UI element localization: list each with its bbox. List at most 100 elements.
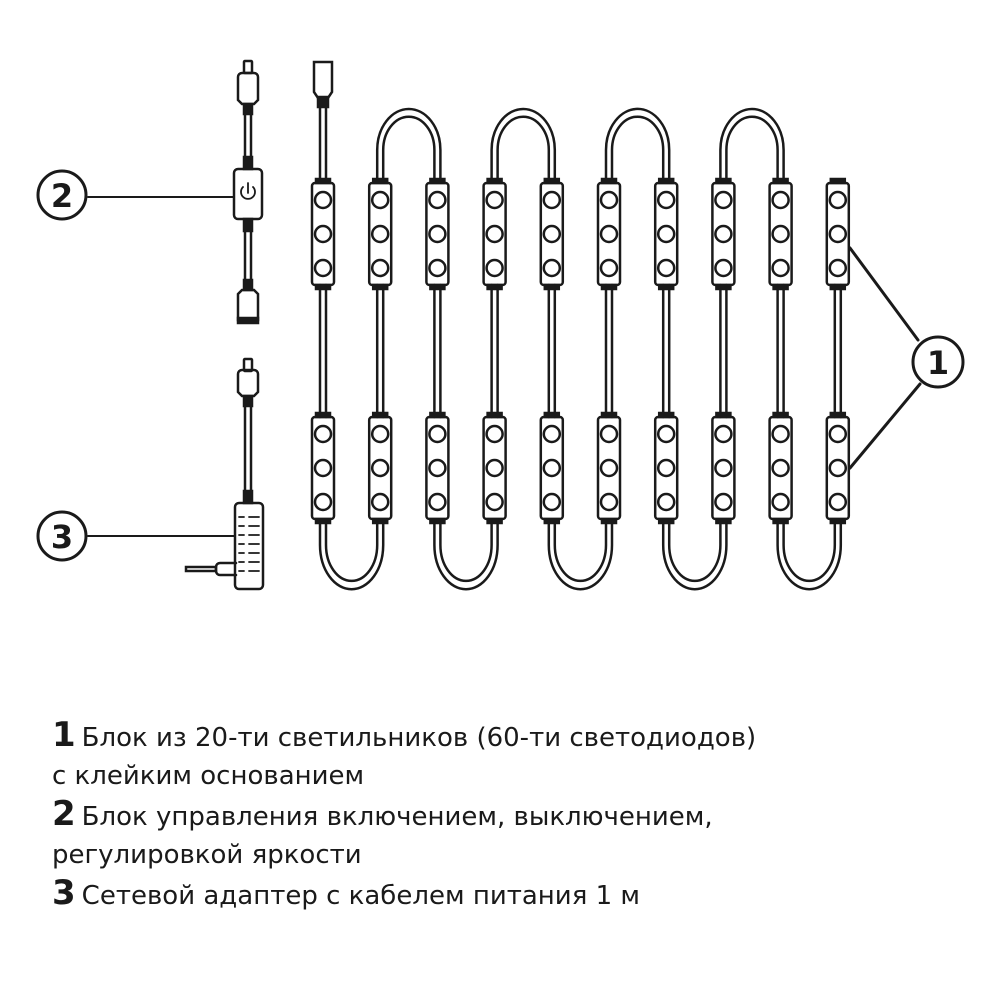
led	[542, 458, 562, 478]
loop-wire	[719, 107, 785, 181]
led	[428, 424, 447, 444]
led	[656, 190, 676, 210]
led-module	[482, 177, 507, 291]
led	[313, 190, 333, 210]
module-cap	[772, 177, 789, 185]
module-cap	[829, 517, 847, 525]
led	[428, 258, 447, 278]
module-cap	[657, 411, 675, 419]
power-icon	[240, 182, 256, 200]
led-module	[310, 177, 336, 291]
module-cap	[715, 177, 732, 185]
led	[714, 492, 733, 512]
module-cap	[829, 177, 847, 185]
led	[656, 258, 676, 278]
module-cap	[543, 177, 561, 185]
module-cap	[371, 177, 389, 185]
led	[542, 224, 562, 244]
loop-wire	[610, 115, 665, 181]
led	[771, 258, 790, 278]
led	[771, 224, 790, 244]
callout-2: 2	[36, 169, 235, 221]
module-cap	[772, 283, 789, 291]
led	[428, 224, 447, 244]
led	[656, 492, 676, 512]
module-cap	[371, 283, 389, 291]
module-cap	[429, 177, 446, 185]
led	[370, 458, 390, 478]
led	[542, 190, 562, 210]
led	[771, 458, 790, 478]
module-cap	[715, 517, 732, 525]
led	[828, 224, 848, 244]
input-connector	[312, 60, 334, 100]
led	[656, 424, 676, 444]
led	[828, 190, 848, 210]
module-cap	[429, 411, 446, 419]
led	[370, 190, 390, 210]
module-cap	[314, 411, 332, 419]
led	[485, 190, 504, 210]
led	[599, 492, 619, 512]
led	[485, 224, 504, 244]
module-cap	[829, 283, 847, 291]
led	[428, 190, 447, 210]
led	[714, 424, 733, 444]
loop-wire	[667, 521, 722, 583]
led	[656, 458, 676, 478]
led	[485, 458, 504, 478]
led	[714, 458, 733, 478]
module-cap	[600, 177, 618, 185]
loop-wire	[782, 521, 837, 583]
led-module	[596, 411, 622, 525]
module-cap	[314, 517, 332, 525]
module-cap	[314, 177, 332, 185]
led-module	[425, 411, 450, 525]
module-cap	[600, 517, 618, 525]
callout-3: 3	[36, 510, 236, 562]
led-module	[425, 177, 450, 291]
led	[542, 258, 562, 278]
led	[485, 424, 504, 444]
module-cap	[429, 517, 446, 525]
loop-wire	[547, 521, 614, 591]
led	[656, 224, 676, 244]
power-adapter	[184, 357, 265, 591]
led	[313, 224, 333, 244]
led-module	[711, 177, 736, 291]
loop-wire	[661, 521, 728, 591]
loop-wire	[439, 521, 493, 583]
module-cap	[314, 283, 332, 291]
led	[599, 224, 619, 244]
module-cap	[715, 283, 732, 291]
led-module	[367, 177, 393, 291]
led	[428, 458, 447, 478]
led	[714, 258, 733, 278]
led	[599, 190, 619, 210]
led-module	[653, 177, 679, 291]
led	[485, 492, 504, 512]
loop-wire	[776, 521, 843, 591]
led-module	[367, 411, 393, 525]
module-cap	[600, 283, 618, 291]
module-cap	[543, 283, 561, 291]
module-cap	[829, 411, 847, 419]
led	[599, 458, 619, 478]
led	[370, 224, 390, 244]
module-cap	[486, 517, 503, 525]
led	[313, 424, 333, 444]
module-cap	[657, 177, 675, 185]
led	[599, 258, 619, 278]
svg-text:3: 3	[51, 518, 73, 556]
svg-text:2: 2	[51, 177, 73, 215]
module-cap	[600, 411, 618, 419]
module-cap	[543, 517, 561, 525]
module-cap	[371, 517, 389, 525]
led	[771, 492, 790, 512]
loop-wire	[725, 115, 779, 181]
led	[828, 258, 848, 278]
led	[485, 258, 504, 278]
led-module	[539, 411, 565, 525]
